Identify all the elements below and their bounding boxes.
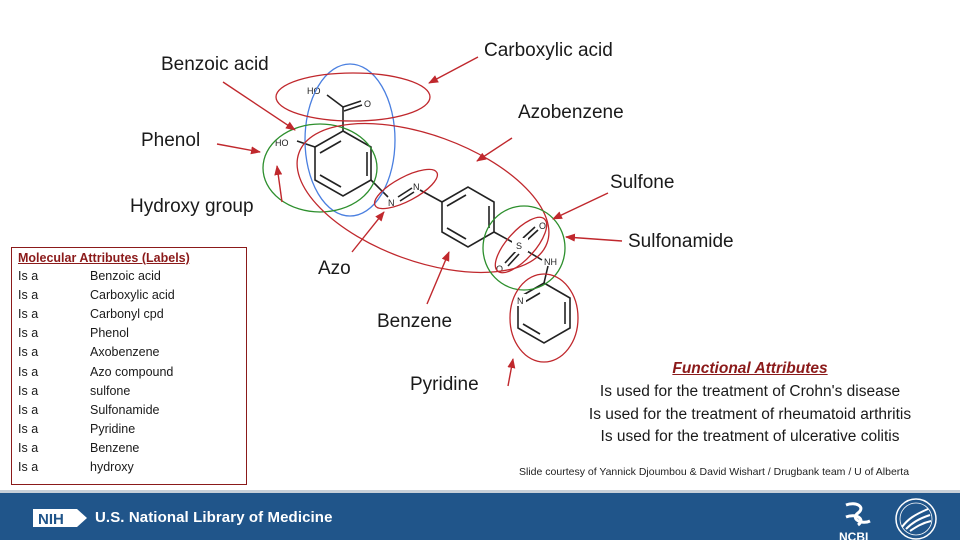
hydroxy-group-arrow	[274, 165, 283, 203]
atom-ho-carboxyl: HO	[307, 86, 321, 96]
atom-ho-phenol: HO	[275, 138, 289, 148]
atom-o-sulfonyl-1: O	[539, 221, 546, 231]
label-pyridine: Pyridine	[410, 374, 479, 395]
nih-logo: NIH	[33, 509, 87, 528]
label-azo: Azo	[318, 258, 351, 279]
functional-attribute-line: Is used for the treatment of rheumatoid …	[588, 405, 912, 423]
functional-attributes-title: Functional Attributes	[672, 360, 828, 377]
atom-n1: N	[388, 198, 395, 208]
atom-n2: N	[413, 182, 420, 192]
benzoic-acid-arrow	[222, 81, 296, 131]
hhs-seal-icon	[895, 498, 937, 540]
carboxylic-acid-ellipse	[275, 72, 431, 122]
azobenzene-ellipse	[296, 122, 550, 274]
sulfone-arrow	[552, 192, 609, 220]
label-benzene: Benzene	[377, 311, 453, 332]
pyridine-ring	[517, 282, 571, 344]
label-phenol: Phenol	[141, 130, 201, 151]
label-sulfonamide: Sulfonamide	[628, 231, 734, 252]
atom-o-sulfonyl-2: O	[496, 264, 503, 274]
carboxylic-acid-arrow	[428, 56, 479, 84]
molecule-structure	[296, 94, 571, 344]
atom-o-carbonyl: O	[364, 99, 371, 109]
azo-arrow	[351, 211, 385, 253]
azobenzene-arrow	[476, 137, 513, 162]
atom-n-pyridine: N	[517, 296, 524, 306]
sulfonamide-arrow	[565, 233, 623, 242]
functional-attribute-line: Is used for the treatment of ulcerative …	[600, 428, 900, 445]
label-hydroxy-group: Hydroxy group	[130, 196, 254, 217]
functional-attributes: Functional Attributes Is used for the tr…	[560, 360, 940, 449]
benzene-arrow	[426, 251, 450, 305]
label-benzoic-acid: Benzoic acid	[161, 54, 269, 75]
molecular-attributes-title: Molecular Attributes (Labels)	[18, 251, 190, 265]
pyridine-ellipse	[509, 273, 579, 363]
benzene-ring	[441, 186, 495, 248]
atom-s: S	[516, 241, 522, 251]
ncbi-text: NCBI	[839, 530, 868, 543]
slide-credit: Slide courtesy of Yannick Djoumbou & Dav…	[519, 466, 910, 478]
functional-attribute-line: Is used for the treatment of Crohn's dis…	[599, 383, 901, 400]
label-carboxylic-acid: Carboxylic acid	[484, 40, 613, 61]
sulfonamide-ellipse	[482, 205, 566, 291]
phenol-arrow	[216, 143, 261, 155]
footer-bar: NIH U.S. National Library of Medicine NC…	[0, 490, 960, 543]
library-name: U.S. National Library of Medicine	[95, 509, 333, 526]
label-sulfone: Sulfone	[610, 172, 675, 193]
label-azobenzene: Azobenzene	[518, 102, 624, 123]
pyridine-arrow	[507, 358, 516, 387]
benzoic-ring	[314, 130, 372, 197]
phenol-ellipse	[262, 123, 378, 213]
nih-badge-text: NIH	[38, 511, 64, 528]
molecule-diagram: HO O HO N N S O O NH N	[216, 56, 623, 387]
benzoic-acid-ellipse	[304, 63, 396, 217]
ncbi-logo: NCBI	[839, 502, 871, 543]
azo-ellipse	[373, 168, 439, 210]
sulfone-ellipse	[494, 216, 548, 274]
atom-nh: NH	[544, 257, 557, 267]
